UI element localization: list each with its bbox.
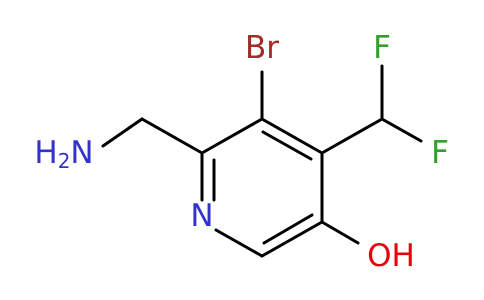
amine-label: H2N: [34, 135, 93, 173]
bonds: [101, 64, 423, 258]
bromine-label: Br: [245, 30, 279, 66]
bond-c2-c3: [200, 117, 264, 155]
bond-c6-c5: [260, 220, 324, 258]
fluorine-right-label: F: [431, 135, 449, 171]
ring-nitrogen-label: N: [190, 198, 213, 234]
bond-amine-ch2: [101, 117, 144, 148]
bond-c4-c3-inner: [261, 130, 313, 161]
bond-chf2-f-right: [380, 117, 423, 143]
bond-ch2-c2: [140, 117, 204, 155]
bond-c5-oh: [320, 220, 360, 245]
hydroxyl-label: OH: [367, 238, 415, 274]
fluorine-top-label: F: [373, 30, 391, 66]
bond-c6-c5-inner: [262, 213, 314, 245]
bond-c4-chf2: [320, 117, 384, 155]
atom-labels: H2N N Br F F OH: [34, 30, 449, 274]
bond-c4-c3: [260, 117, 324, 155]
bond-n-c6: [214, 228, 264, 258]
